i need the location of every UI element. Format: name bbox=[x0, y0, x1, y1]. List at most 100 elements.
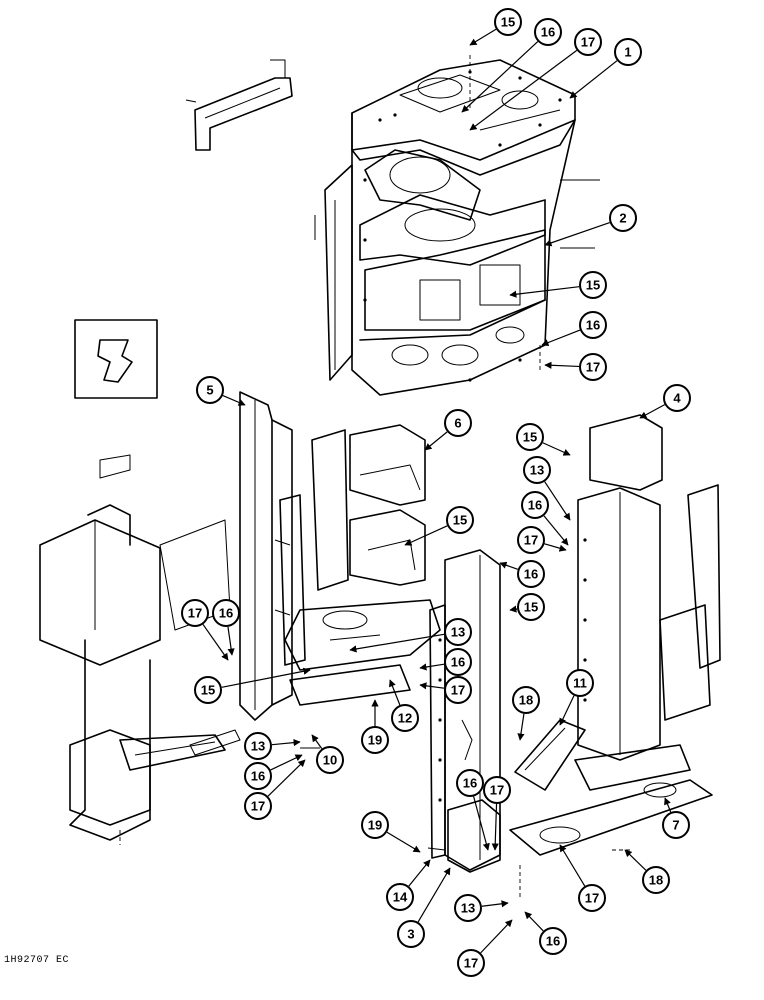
base-plate-part-7 bbox=[509, 744, 713, 856]
callout-6: 6 bbox=[424, 409, 472, 451]
callout-1: 1 bbox=[569, 38, 642, 99]
callout-leader bbox=[639, 404, 665, 419]
callout-19: 19 bbox=[361, 811, 421, 853]
callout-label: 7 bbox=[672, 818, 679, 833]
callout-label: 4 bbox=[673, 391, 681, 406]
callout-label: 15 bbox=[586, 278, 600, 293]
callout-circle bbox=[456, 769, 484, 797]
callout-17: 17 bbox=[559, 844, 606, 912]
callout-17: 17 bbox=[419, 676, 472, 704]
callout-19: 19 bbox=[361, 699, 389, 754]
callout-label: 13 bbox=[451, 625, 465, 640]
callout-leader bbox=[491, 803, 499, 851]
callout-circle bbox=[361, 726, 389, 754]
callout-circle bbox=[534, 18, 562, 46]
callout-17: 17 bbox=[457, 919, 513, 977]
callout-label: 15 bbox=[201, 683, 215, 698]
callout-18: 18 bbox=[624, 849, 670, 894]
callout-leader bbox=[517, 713, 525, 741]
callout-leader bbox=[480, 919, 513, 954]
callout-leader bbox=[267, 759, 306, 797]
callout-label: 5 bbox=[206, 383, 213, 398]
callout-label: 13 bbox=[461, 901, 475, 916]
callout-leader bbox=[271, 739, 301, 747]
callout-leader bbox=[499, 561, 519, 570]
callout-16: 16 bbox=[524, 911, 567, 955]
callout-circle bbox=[517, 560, 545, 588]
callout-leader bbox=[509, 605, 518, 613]
callout-label: 16 bbox=[546, 934, 560, 949]
callout-leader bbox=[544, 543, 567, 552]
callout-leader bbox=[559, 695, 575, 726]
column-part-4 bbox=[577, 414, 721, 761]
callout-leader bbox=[524, 911, 544, 932]
floor-plate-part-12 bbox=[284, 599, 441, 706]
callout-circle bbox=[397, 920, 425, 948]
callout-circle bbox=[578, 884, 606, 912]
hardware bbox=[189, 729, 630, 900]
callout-16: 16 bbox=[461, 18, 562, 113]
callout-circle bbox=[446, 506, 474, 534]
callout-leader bbox=[270, 754, 303, 771]
callout-leader bbox=[202, 624, 229, 661]
callout-circle bbox=[244, 732, 272, 760]
callout-label: 16 bbox=[219, 606, 233, 621]
callout-leader bbox=[469, 28, 497, 46]
callout-4: 4 bbox=[639, 384, 691, 419]
callout-15: 15 bbox=[516, 423, 571, 456]
callout-label: 17 bbox=[585, 891, 599, 906]
callout-15: 15 bbox=[509, 593, 545, 621]
callout-label: 2 bbox=[619, 211, 626, 226]
callout-13: 13 bbox=[244, 732, 301, 760]
callout-13: 13 bbox=[523, 456, 571, 521]
callout-label: 17 bbox=[586, 360, 600, 375]
left-column bbox=[39, 454, 231, 845]
callout-circle bbox=[316, 746, 344, 774]
callout-label: 17 bbox=[464, 956, 478, 971]
callout-2: 2 bbox=[544, 204, 637, 247]
callout-leader bbox=[221, 667, 311, 688]
callout-5: 5 bbox=[196, 376, 246, 406]
callout-circle bbox=[391, 704, 419, 732]
callout-10: 10 bbox=[311, 734, 344, 774]
callout-circle bbox=[244, 792, 272, 820]
bracket-part-11 bbox=[514, 719, 586, 791]
callout-leader bbox=[541, 329, 581, 346]
callout-15: 15 bbox=[404, 506, 474, 546]
callout-circle bbox=[579, 311, 607, 339]
callout-18: 18 bbox=[512, 686, 540, 741]
callout-3: 3 bbox=[397, 867, 451, 948]
top-left-bracket bbox=[185, 59, 293, 151]
callout-circle bbox=[663, 384, 691, 412]
callout-circle bbox=[517, 526, 545, 554]
figure-reference-code: 1H92707 EC bbox=[4, 955, 70, 966]
callout-circle bbox=[512, 686, 540, 714]
callout-circle bbox=[181, 599, 209, 627]
callout-circle bbox=[194, 676, 222, 704]
callout-label: 13 bbox=[530, 463, 544, 478]
callout-label: 16 bbox=[463, 776, 477, 791]
callout-7: 7 bbox=[662, 797, 690, 839]
callout-circle bbox=[494, 8, 522, 36]
callout-14: 14 bbox=[386, 859, 431, 911]
callout-label: 16 bbox=[586, 318, 600, 333]
column-part-3 bbox=[429, 549, 501, 873]
callout-16: 16 bbox=[541, 311, 607, 346]
callout-circle bbox=[642, 866, 670, 894]
callout-label: 15 bbox=[524, 600, 538, 615]
callout-circle bbox=[517, 593, 545, 621]
callout-leader bbox=[386, 831, 421, 853]
callout-label: 14 bbox=[393, 890, 408, 905]
callout-label: 15 bbox=[523, 430, 537, 445]
callout-label: 15 bbox=[453, 513, 467, 528]
callout-leader bbox=[419, 682, 445, 690]
callout-label: 12 bbox=[398, 711, 412, 726]
callout-label: 3 bbox=[407, 927, 414, 942]
callout-label: 17 bbox=[490, 783, 504, 798]
callout-circle bbox=[444, 676, 472, 704]
callout-label: 17 bbox=[251, 799, 265, 814]
callout-label: 13 bbox=[251, 739, 265, 754]
callout-label: 16 bbox=[251, 769, 265, 784]
